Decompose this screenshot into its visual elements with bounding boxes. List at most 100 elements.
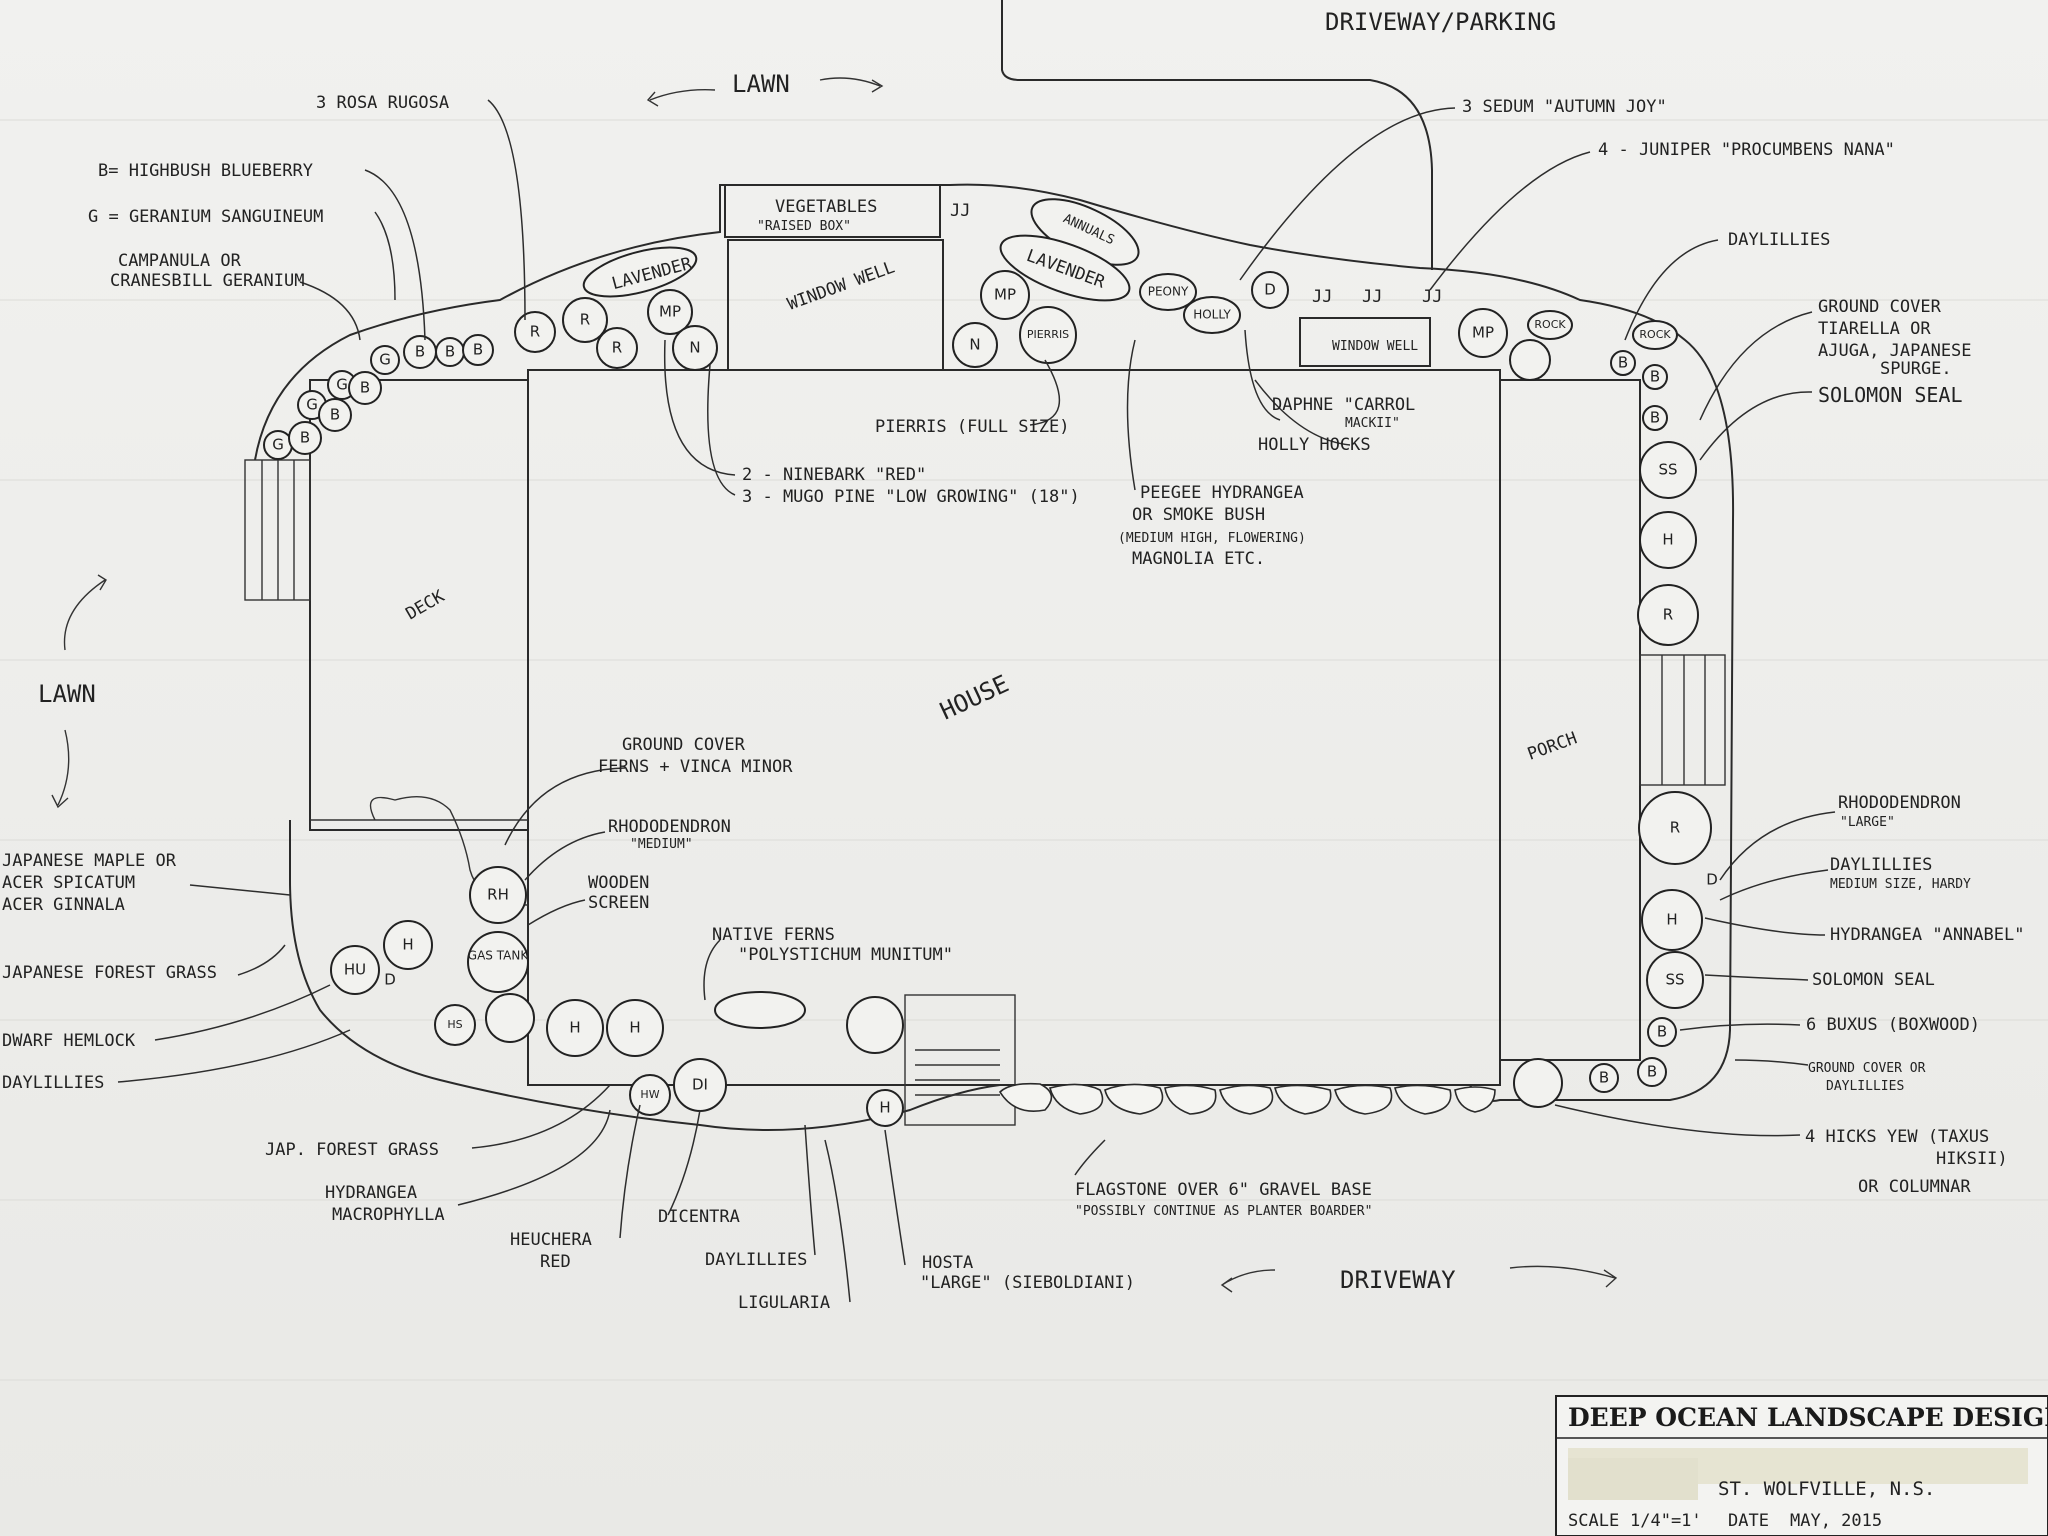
label-juniper: 4 - JUNIPER "PROCUMBENS NANA": [1598, 140, 1895, 160]
label-ligularia: LIGULARIA: [738, 1293, 830, 1313]
label-buxus: 6 BUXUS (BOXWOOD): [1806, 1015, 1980, 1035]
paper-lines: [0, 119, 2048, 1381]
plant-rhodo: R: [1637, 584, 1699, 646]
plant-daphne: D: [1251, 271, 1289, 309]
svg-text:D: D: [1264, 281, 1276, 299]
svg-text:R: R: [1670, 819, 1680, 837]
plant-rosa: R: [514, 311, 556, 353]
svg-text:GAS TANK: GAS TANK: [468, 949, 530, 963]
lavender-right: LAVENDER: [999, 234, 1131, 302]
svg-text:HOLLY: HOLLY: [1193, 308, 1231, 322]
plant-hicks-yew: [1509, 339, 1551, 381]
house-label: HOUSE: [936, 670, 1013, 726]
leader-lines: [117, 99, 1836, 1303]
plant-blueberry: B: [403, 335, 437, 369]
planting-bed-outline: [254, 183, 1735, 1131]
svg-text:JJ: JJ: [950, 201, 970, 221]
plant-solomon-seal: SS: [1639, 441, 1697, 499]
deck-stairs: [244, 459, 311, 601]
svg-text:H: H: [402, 936, 413, 954]
plant-hosta: H: [866, 1089, 904, 1127]
svg-text:MP: MP: [659, 303, 681, 321]
deck-outline: [309, 379, 529, 831]
svg-text:G: G: [379, 351, 391, 369]
svg-text:B: B: [1618, 354, 1628, 372]
svg-text:N: N: [969, 336, 980, 354]
plant-symbols: G B G B G B G B B B R R R MP N LAVENDER …: [263, 198, 1718, 1127]
back-stairs: [904, 994, 1016, 1126]
plant-blueberry: B: [288, 421, 322, 455]
vegetables-box: VEGETABLES "RAISED BOX" WINDOW WELL: [724, 184, 944, 371]
label-hydrangea-annabel: HYDRANGEA "ANNABEL": [1830, 925, 2024, 945]
lawn-top: LAWN: [646, 70, 884, 107]
svg-text:R: R: [612, 339, 622, 357]
label-solomon-top: SOLOMON SEAL: [1818, 383, 1963, 407]
driveway-bottom: DRIVEWAY: [1220, 1265, 1618, 1294]
label-native-ferns-1: NATIVE FERNS: [712, 925, 835, 945]
label-solomon-bottom: SOLOMON SEAL: [1812, 970, 1935, 990]
svg-text:B: B: [1657, 1023, 1667, 1041]
svg-text:DI: DI: [692, 1076, 708, 1094]
label-peegee-1: PEEGEE HYDRANGEA: [1140, 483, 1304, 503]
label-daylilies-bottom: DAYLILLIES: [705, 1250, 807, 1270]
svg-text:HU: HU: [344, 961, 366, 979]
label-campanula-2: CRANESBILL GERANIUM: [110, 271, 304, 291]
plant-juniper: JJ: [950, 201, 970, 221]
masking-tape: [1568, 1458, 1698, 1500]
label-jmaple-1: JAPANESE MAPLE OR: [2, 851, 177, 871]
lawn-top-label: LAWN: [732, 70, 790, 98]
svg-text:R: R: [530, 323, 540, 341]
svg-text:MP: MP: [1472, 324, 1494, 342]
plant-hydrangea: H: [606, 999, 664, 1057]
driveway-label: DRIVEWAY: [1340, 1266, 1456, 1294]
label-sedum: 3 SEDUM "AUTUMN JOY": [1462, 97, 1667, 117]
label-rhodo-large-1: RHODODENDRON: [1838, 793, 1961, 813]
svg-text:PIERRIS: PIERRIS: [1027, 328, 1069, 341]
svg-text:B: B: [1650, 409, 1660, 427]
plant-hicks-yew: [485, 993, 535, 1043]
svg-text:G: G: [272, 436, 284, 454]
label-peegee-4: MAGNOLIA ETC.: [1132, 549, 1265, 569]
label-rhodo-medium-2: "MEDIUM": [630, 837, 693, 852]
plant-boxwood: B: [1642, 364, 1668, 390]
plant-mugo: MP: [980, 270, 1030, 320]
annotations: 3 ROSA RUGOSA B= HIGHBUSH BLUEBERRY G = …: [2, 93, 2024, 1313]
svg-text:ROCK: ROCK: [1639, 328, 1671, 341]
svg-text:D: D: [1706, 871, 1718, 889]
deck-label: DECK: [403, 586, 449, 624]
label-wooden-2: SCREEN: [588, 893, 649, 913]
label-groundcover-dl-2: DAYLILLIES: [1826, 1079, 1904, 1094]
plant-rosa: R: [596, 327, 638, 369]
gas-tank: GAS TANK: [467, 931, 530, 993]
plant-heuchera: HW: [629, 1074, 671, 1116]
svg-text:HW: HW: [640, 1088, 659, 1101]
label-wooden-1: WOODEN: [588, 873, 649, 893]
svg-text:R: R: [580, 311, 590, 329]
porch-outline: [1499, 379, 1641, 1061]
label-hosta-2: "LARGE" (SIEBOLDIANI): [920, 1273, 1135, 1293]
plant-hydrangea: H: [546, 999, 604, 1057]
plant-geranium: G: [370, 345, 400, 375]
plant-blueberry: B: [348, 371, 382, 405]
label-dicentra: DICENTRA: [658, 1207, 740, 1227]
label-daylilies-right-1: DAYLILLIES: [1830, 855, 1932, 875]
svg-text:ROCK: ROCK: [1534, 318, 1566, 331]
label-heuchera-1: HEUCHERA: [510, 1230, 592, 1250]
porch-label: PORCH: [1525, 728, 1580, 764]
svg-text:H: H: [879, 1099, 890, 1117]
label-rosa: 3 ROSA RUGOSA: [316, 93, 449, 113]
flagstone-path: [998, 1082, 1496, 1115]
parking-outline: [1001, 0, 1433, 270]
plant-blueberry: B: [435, 337, 465, 367]
plant-hydrangea: H: [1641, 889, 1703, 951]
rock-2: ROCK: [1632, 320, 1678, 350]
svg-text:H: H: [1666, 911, 1677, 929]
label-jmaple-3: ACER GINNALA: [2, 895, 125, 915]
svg-text:H: H: [629, 1019, 640, 1037]
svg-text:B: B: [330, 406, 340, 424]
label-groundcover-dl-1: GROUND COVER OR: [1808, 1061, 1926, 1076]
house-outline: [527, 369, 1501, 1086]
label-peegee-3: (MEDIUM HIGH, FLOWERING): [1118, 531, 1306, 546]
label-hicks-1: 4 HICKS YEW (TAXUS: [1805, 1127, 1989, 1147]
